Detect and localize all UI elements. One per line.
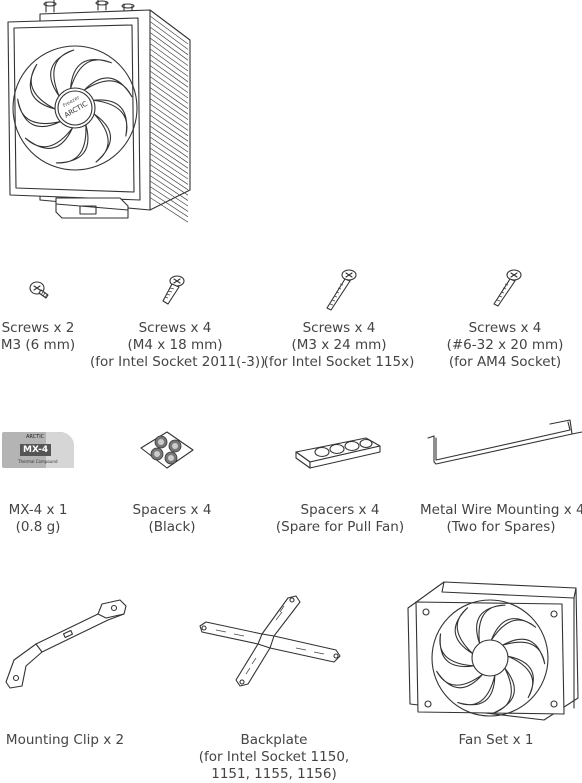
- heatsink-fin: [149, 153, 189, 180]
- fan-blade: [17, 98, 61, 128]
- mounting-clip-icon: [5, 599, 127, 689]
- screw-6-32-20mm-icon: [493, 269, 522, 307]
- spacers-pull-fan-icon: [295, 437, 381, 469]
- fan-blade: [490, 618, 537, 641]
- heatsink-fin: [149, 81, 189, 110]
- fan-blade: [436, 670, 484, 689]
- mx4-pack: ARCTIC MX-4 Thermal Compound: [2, 432, 74, 468]
- heatsink-fin: [149, 15, 189, 45]
- mx4-tagline: Thermal Compound: [18, 459, 58, 464]
- heatsink-fin: [149, 180, 189, 207]
- heatsink-fin: [149, 175, 189, 201]
- fan-blade: [92, 99, 128, 137]
- heatsink-fin: [149, 191, 189, 218]
- heatsink-fin: [149, 103, 189, 131]
- heatsink-fin: [149, 92, 189, 120]
- heatsink-fin: [149, 70, 189, 99]
- fan-blade: [55, 124, 89, 164]
- heatsink-fin: [149, 21, 189, 50]
- label-backplate: Backplate(for Intel Socket 1150,1151, 11…: [198, 732, 350, 782]
- label-spacers-black: Spacers x 4(Black): [132, 502, 212, 535]
- heatsink-fin: [149, 109, 189, 137]
- fan-blade: [439, 633, 475, 668]
- label-mx4: MX-4 x 1(0.8 g): [8, 502, 68, 535]
- screw-m4-18mm-icon: [162, 275, 185, 305]
- metal-wire-mounting-icon: [427, 419, 582, 465]
- heatsink-fin: [149, 169, 189, 196]
- screw-m3-6mm-icon: [29, 281, 49, 299]
- fan-blade: [70, 59, 112, 90]
- spacers-black-icon: [140, 431, 194, 469]
- fan-blade: [457, 674, 496, 706]
- heatsink-fin: [149, 76, 189, 104]
- heatsink-fin: [149, 114, 189, 142]
- heatsink-fin: [149, 197, 189, 223]
- fan-blade: [476, 604, 506, 644]
- heatsink-fin: [149, 186, 189, 212]
- fan-blade: [29, 63, 56, 110]
- label-mounting-clip: Mounting Clip x 2: [5, 732, 125, 748]
- label-spacers-pull: Spacers x 4(Spare for Pull Fan): [275, 502, 405, 535]
- heatsink-fin: [149, 142, 189, 169]
- label-screws-6-32: Screws x 4(#6-32 x 20 mm)(for AM4 Socket…: [446, 320, 564, 370]
- heatsink-fin: [149, 98, 189, 126]
- label-screws-m3-24: Screws x 4(M3 x 24 mm)(for Intel Socket …: [263, 320, 415, 370]
- heatsink-fin: [149, 87, 189, 115]
- fan-blade: [50, 49, 75, 97]
- heatsink-fin: [149, 26, 189, 56]
- cpu-cooler-illustration: ARCTIC Freezer: [7, 0, 191, 223]
- fan-blade: [454, 607, 474, 655]
- heatsink-fin: [149, 131, 189, 158]
- heatsink-fin: [149, 37, 189, 66]
- heatsink-fin: [149, 158, 189, 185]
- mx4-brand: ARCTIC: [26, 434, 45, 440]
- heatsink-fin: [149, 125, 189, 153]
- heatsink-fin: [149, 147, 189, 174]
- fan-set-icon: [407, 581, 579, 721]
- heatsink-fin: [149, 59, 189, 88]
- heatsink-fin: [149, 32, 189, 61]
- label-fan-set: Fan Set x 1: [458, 732, 534, 748]
- label-metal-wire: Metal Wire Mounting x 4(Two for Spares): [420, 502, 582, 535]
- fan-blade: [502, 638, 546, 665]
- fan-blade: [507, 655, 534, 699]
- mx4-product: MX-4: [20, 444, 52, 456]
- heatsink-fin: [149, 136, 189, 164]
- heatsink-fin: [149, 43, 189, 72]
- fan-blade: [83, 77, 133, 98]
- label-screws-m4-18: Screws x 4(M4 x 18 mm)(for Intel Socket …: [90, 320, 266, 370]
- fan-blade: [93, 113, 111, 163]
- fan-blade: [493, 667, 515, 714]
- heatsink-fin: [149, 164, 189, 191]
- backplate-icon: [199, 595, 341, 687]
- heatsink-fin: [149, 65, 189, 93]
- heatsink-fin: [149, 54, 189, 83]
- fan-blade: [24, 127, 74, 149]
- heatsink-fin: [149, 120, 189, 147]
- screw-m3-24mm-icon: [326, 269, 357, 311]
- heatsink-fin: [149, 48, 189, 77]
